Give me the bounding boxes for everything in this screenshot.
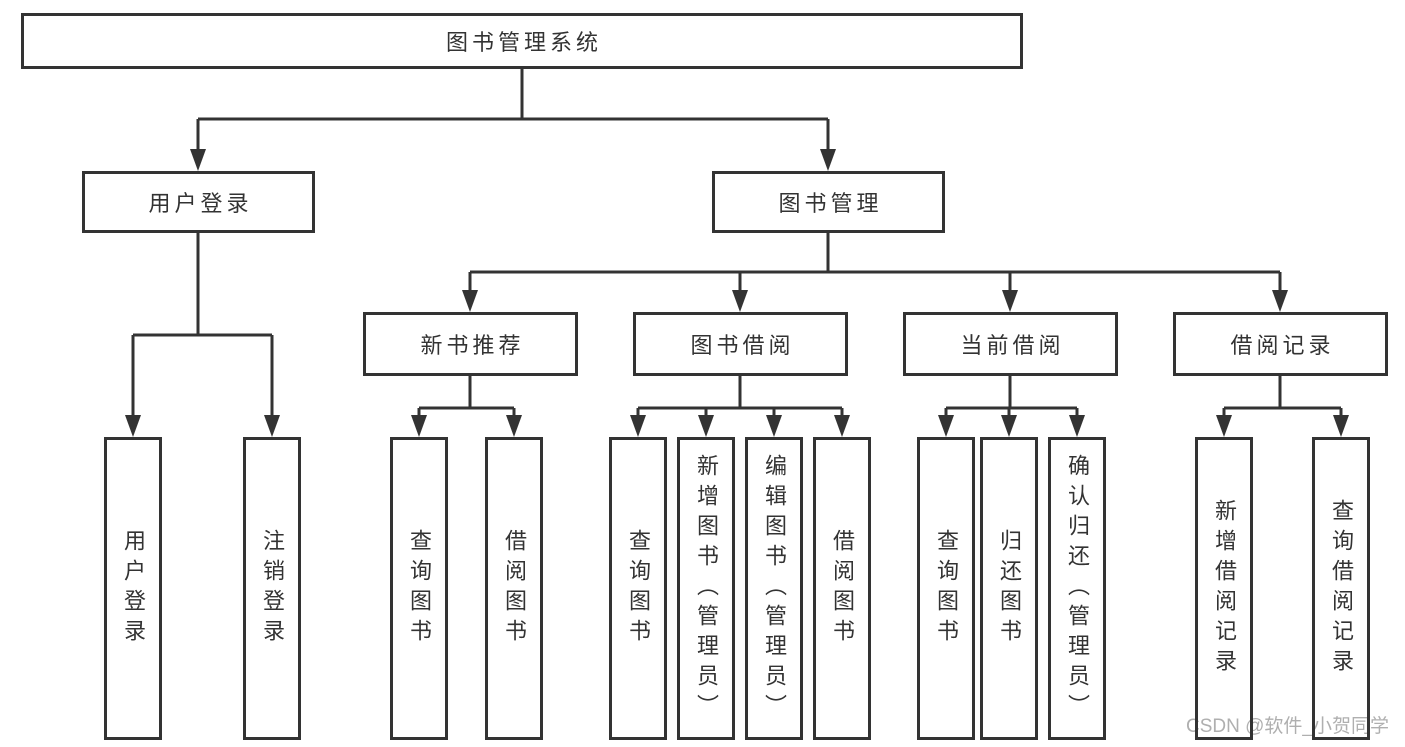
node-label: 注销登录: [260, 528, 285, 649]
connector-book-management-to-level3: [468, 233, 1282, 294]
node-label: 图书管理系统: [445, 30, 602, 55]
connector-root-to-level2: [196, 69, 830, 155]
arrowhead-down-icon: [938, 415, 954, 437]
arrowhead-down-icon: [125, 415, 141, 437]
node-label: 新书推荐: [420, 333, 525, 358]
node-label: 查询图书: [626, 528, 651, 649]
connector-user-login-children: [131, 233, 274, 419]
leaf-add-books-admin-box: 新增图书（管理员）: [677, 437, 735, 740]
node-new-book-recommendation-box: 新书推荐: [363, 312, 578, 376]
leaf-logout-box: 注销登录: [243, 437, 301, 740]
node-book-management-box: 图书管理: [712, 171, 945, 233]
leaf-edit-books-admin-box: 编辑图书（管理员）: [745, 437, 803, 740]
leaf-user-login-box: 用户登录: [104, 437, 162, 740]
node-label: 借阅记录: [1230, 333, 1335, 358]
node-label: 用户登录: [148, 191, 253, 216]
arrowhead-down-icon: [698, 415, 714, 437]
connector-current-borrow-children: [944, 376, 1079, 419]
node-book-borrowing-box: 图书借阅: [633, 312, 848, 376]
arrowhead-down-icon: [411, 415, 427, 437]
leaf-query-borrow-record-box: 查询借阅记录: [1312, 437, 1370, 740]
arrowhead-down-icon: [1002, 290, 1018, 312]
node-label: 图书管理: [778, 191, 883, 216]
connector-borrow-records-children: [1222, 376, 1343, 419]
node-label: 借阅图书: [502, 528, 527, 649]
leaf-query-books-box-2: 查询图书: [609, 437, 667, 740]
leaf-query-books-box-1: 查询图书: [390, 437, 448, 740]
node-label: 新增图书（管理员）: [694, 453, 719, 724]
leaf-borrow-books-box-1: 借阅图书: [485, 437, 543, 740]
leaf-borrow-books-box-2: 借阅图书: [813, 437, 871, 740]
node-label: 图书借阅: [690, 333, 795, 358]
arrowhead-down-icon: [264, 415, 280, 437]
node-label: 查询借阅记录: [1329, 498, 1354, 679]
node-user-login-box: 用户登录: [82, 171, 315, 233]
arrowhead-down-icon: [1069, 415, 1085, 437]
connector-new-book-children: [417, 376, 516, 419]
arrowhead-down-icon: [190, 149, 206, 171]
connector-book-borrow-children: [636, 376, 844, 419]
arrowhead-down-icon: [506, 415, 522, 437]
node-label: 确认归还（管理员）: [1065, 453, 1090, 724]
connector-lines: [131, 69, 1343, 419]
node-label: 当前借阅: [960, 333, 1065, 358]
arrowhead-down-icon: [1272, 290, 1288, 312]
arrowhead-down-icon: [630, 415, 646, 437]
arrowhead-down-icon: [732, 290, 748, 312]
leaf-query-books-box-3: 查询图书: [917, 437, 975, 740]
node-library-management-system-box: 图书管理系统: [21, 13, 1023, 69]
arrowhead-down-icon: [1333, 415, 1349, 437]
node-label: 查询图书: [407, 528, 432, 649]
node-label: 归还图书: [997, 528, 1022, 649]
node-current-borrowing-box: 当前借阅: [903, 312, 1118, 376]
node-label: 借阅图书: [830, 528, 855, 649]
arrowhead-down-icon: [1216, 415, 1232, 437]
node-borrowing-records-box: 借阅记录: [1173, 312, 1388, 376]
arrowhead-down-icon: [834, 415, 850, 437]
node-label: 查询图书: [934, 528, 959, 649]
arrowheads: [125, 149, 1349, 437]
leaf-confirm-return-admin-box: 确认归还（管理员）: [1048, 437, 1106, 740]
leaf-return-books-box: 归还图书: [980, 437, 1038, 740]
leaf-add-borrow-record-box: 新增借阅记录: [1195, 437, 1253, 740]
arrowhead-down-icon: [820, 149, 836, 171]
arrowhead-down-icon: [462, 290, 478, 312]
watermark: CSDN @软件_小贺同学: [1186, 716, 1389, 737]
arrowhead-down-icon: [766, 415, 782, 437]
arrowhead-down-icon: [1001, 415, 1017, 437]
node-label: 新增借阅记录: [1212, 498, 1237, 679]
node-label: 用户登录: [121, 528, 146, 649]
node-label: 编辑图书（管理员）: [762, 453, 787, 724]
